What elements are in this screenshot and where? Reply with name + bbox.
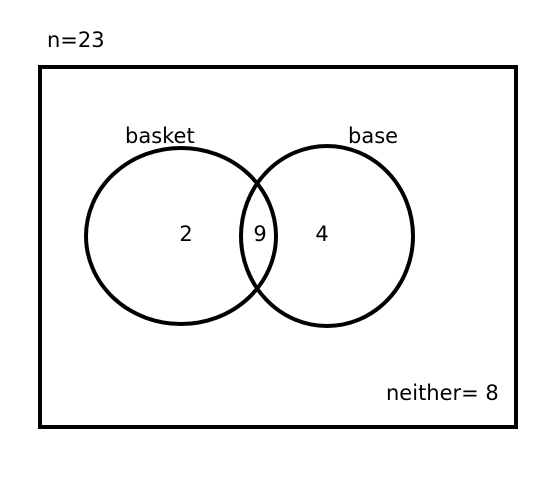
- basket-only-count: 2: [179, 222, 192, 246]
- total-label: n=23: [47, 28, 105, 52]
- set-label-base: base: [348, 124, 398, 148]
- universal-set-rectangle: [38, 65, 518, 429]
- neither-label: neither= 8: [386, 381, 499, 405]
- set-label-basket: basket: [125, 124, 195, 148]
- intersection-count: 9: [253, 222, 266, 246]
- set-circle-base: [239, 144, 415, 328]
- base-only-count: 4: [315, 222, 328, 246]
- set-circle-basket: [84, 146, 278, 326]
